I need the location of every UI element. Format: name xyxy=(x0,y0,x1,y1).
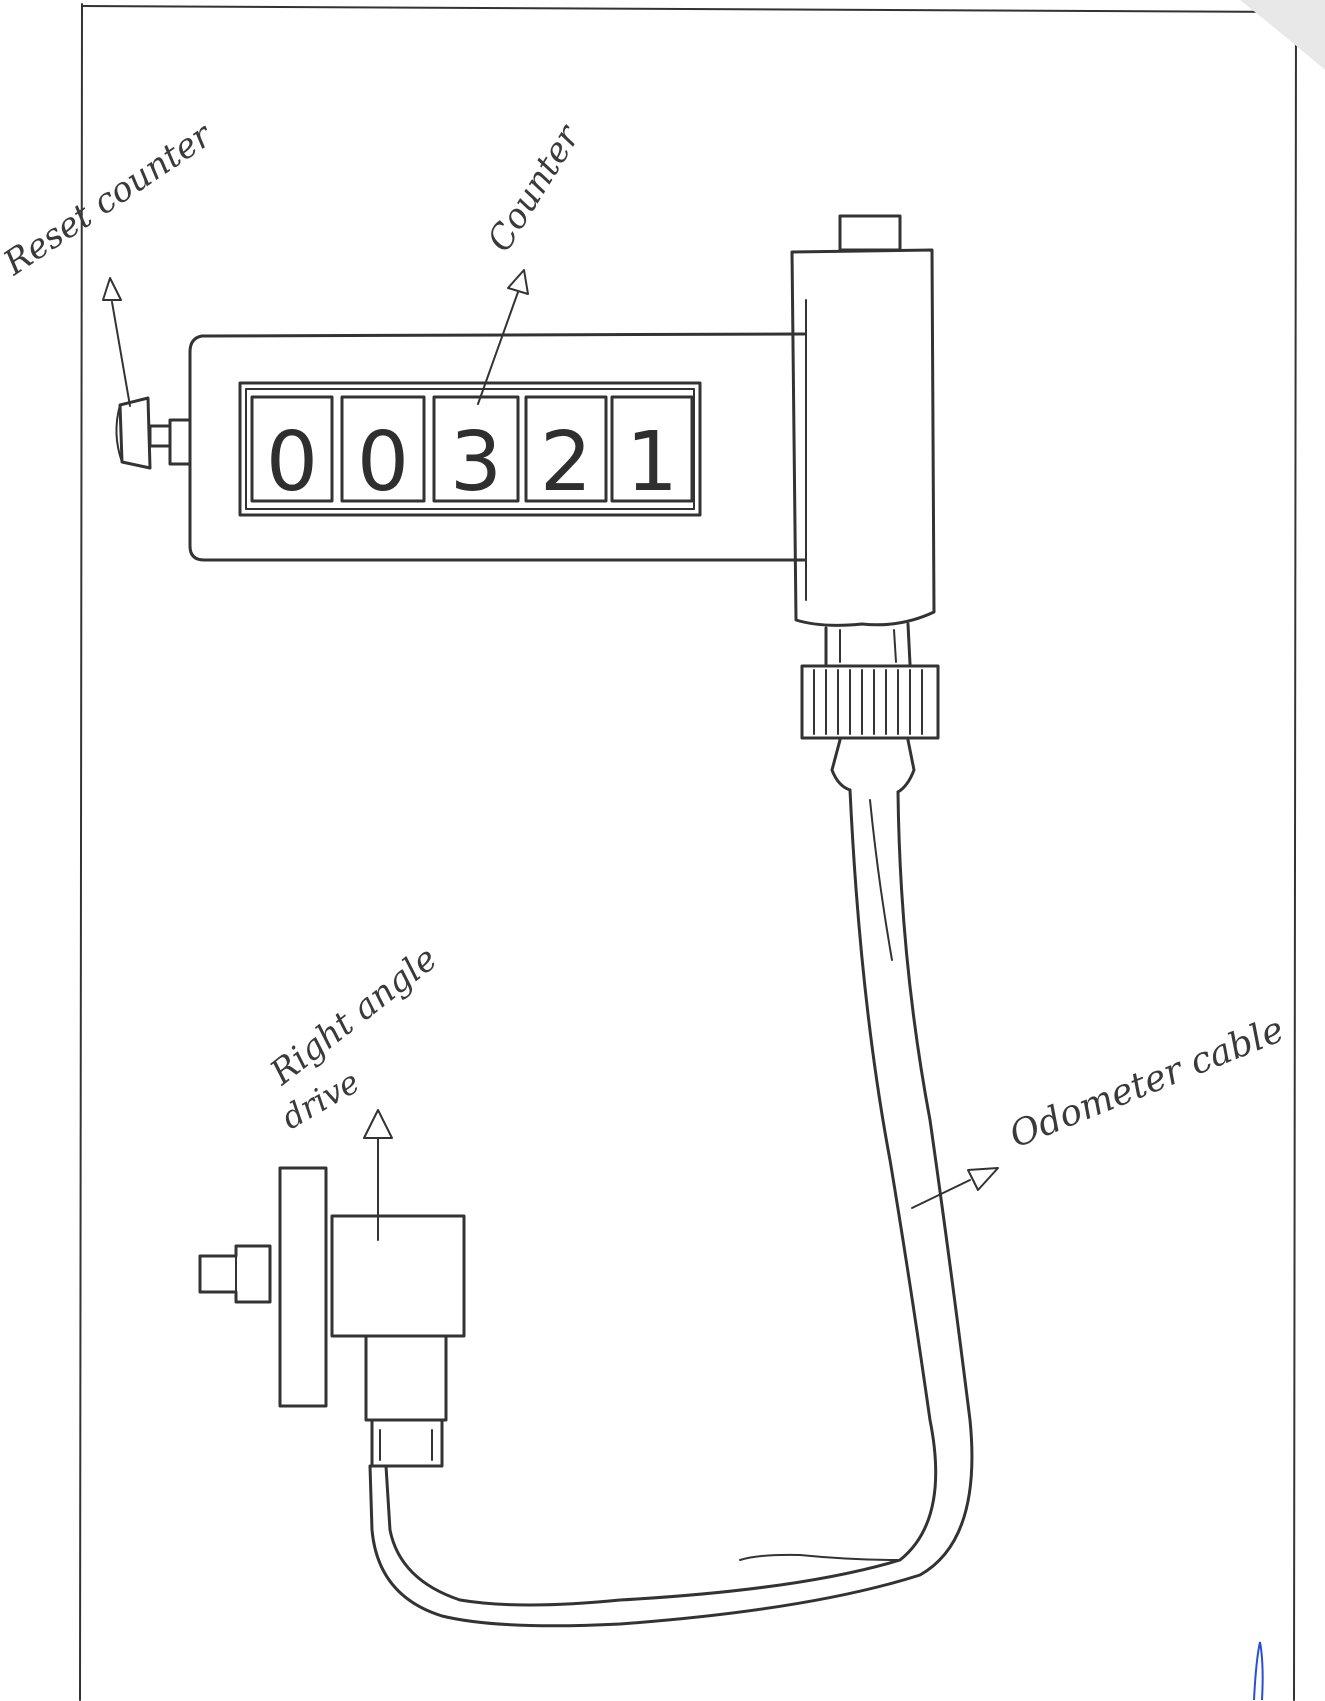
digit-cell: 2 xyxy=(524,395,608,510)
odometer-cable xyxy=(368,788,974,1628)
digit-cell: 3 xyxy=(432,395,520,510)
pen-mark xyxy=(1253,1641,1264,1701)
counter-callout: Counter xyxy=(477,117,589,405)
counter-digit: 0 xyxy=(357,415,409,510)
right-angle-drive-arrowhead xyxy=(363,1109,393,1139)
counter-arrowhead xyxy=(507,269,529,295)
digit-cell: 0 xyxy=(340,395,426,510)
counter-digit: 3 xyxy=(450,415,502,510)
counter-label: Counter xyxy=(480,117,589,259)
scan-shadow xyxy=(1240,0,1325,70)
digit-cell: 1 xyxy=(610,395,694,510)
counter-digit: 1 xyxy=(626,415,678,510)
right-angle-label: Right angle xyxy=(262,939,445,1094)
reset-counter-arrowhead xyxy=(102,277,122,301)
odometer-cable-label: Odometer cable xyxy=(1004,1009,1290,1156)
page-border xyxy=(79,3,1297,1701)
drive-housing xyxy=(790,214,936,666)
reset-counter-callout: Reset counter xyxy=(0,114,220,407)
reset-counter-leader xyxy=(111,301,131,407)
counter-display: 0 0 3 2 1 xyxy=(250,395,694,510)
odometer-cable-arrowhead xyxy=(967,1167,999,1191)
odometer-cable-leader xyxy=(911,1179,971,1209)
reset-knob xyxy=(115,396,192,470)
right-angle-drive-callout: Right angle drive xyxy=(262,939,445,1241)
counter-leader xyxy=(477,291,519,405)
cable-collar xyxy=(830,738,916,794)
counter-digit: 2 xyxy=(540,415,592,510)
reset-counter-label: Reset counter xyxy=(0,114,220,284)
odometer-cable-callout: Odometer cable xyxy=(911,1009,1290,1209)
knurled-nut xyxy=(800,664,940,740)
digit-cell: 0 xyxy=(250,395,334,510)
right-angle-drive xyxy=(198,1166,466,1468)
counter-digit: 0 xyxy=(266,415,318,510)
